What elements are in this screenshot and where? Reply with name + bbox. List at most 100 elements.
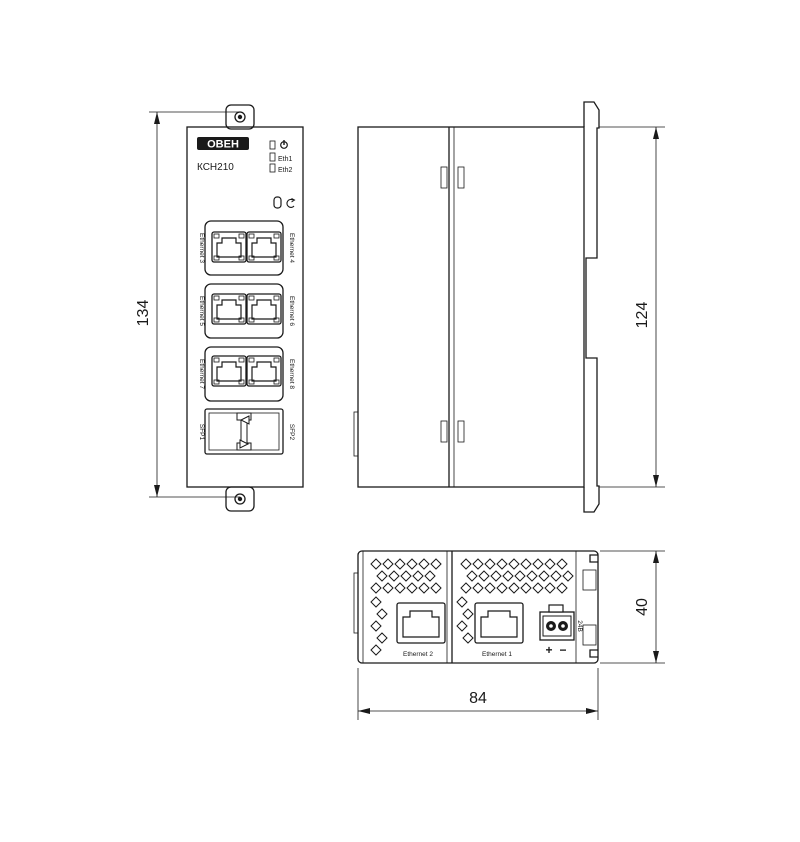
bottom-label-ethernet-2: Ethernet 2: [403, 651, 433, 658]
power-connector: [539, 604, 575, 641]
vent-slot: [478, 570, 490, 582]
vent-slot: [556, 558, 568, 570]
dimension-84-label: 84: [469, 690, 487, 707]
vent-slot: [406, 558, 418, 570]
vent-slot: [370, 582, 382, 594]
front-panel-outline: [186, 126, 304, 488]
port-label-ethernet-6: Ethernet 6: [288, 296, 295, 326]
port-ethernet-7: [211, 355, 247, 387]
vent-slot: [466, 570, 478, 582]
port-ethernet-8: [246, 355, 282, 387]
port-ethernet-5: [211, 293, 247, 325]
vent-slot: [550, 570, 562, 582]
ventilation-pattern: [370, 558, 574, 656]
vent-slot: [376, 608, 388, 620]
port-ethernet-4: [246, 231, 282, 263]
top-mounting-lug: [225, 104, 255, 130]
indicator-block: Eth1 Eth2: [269, 140, 293, 174]
vent-slot: [532, 582, 544, 594]
port-group-7-8: Ethernet 7 Ethernet 8: [198, 346, 295, 402]
port-label-ethernet-5: Ethernet 5: [198, 296, 205, 326]
bottom-label-ethernet-1: Ethernet 1: [482, 651, 512, 658]
brand-text: ОВЕН: [207, 139, 239, 151]
side-body-outline: [357, 126, 585, 488]
vent-slot: [490, 570, 502, 582]
vent-slot: [472, 582, 484, 594]
sfp2-label: SFP2: [288, 424, 295, 441]
vent-slot: [532, 558, 544, 570]
bottom-port-ethernet-1: [474, 602, 524, 644]
vent-slot: [382, 558, 394, 570]
bottom-port-ethernet-2: [396, 602, 446, 644]
vent-slot: [430, 582, 442, 594]
vent-slot: [400, 570, 412, 582]
port-label-ethernet-7: Ethernet 7: [198, 359, 205, 389]
vent-slot: [460, 558, 472, 570]
vent-slot: [484, 558, 496, 570]
vent-slot: [520, 558, 532, 570]
vent-slot: [376, 632, 388, 644]
vent-slot: [508, 558, 520, 570]
dimension-124-label: 124: [634, 302, 651, 329]
vent-slot: [388, 570, 400, 582]
dimension-84: 84: [357, 668, 599, 720]
port-ethernet-6: [246, 293, 282, 325]
sfp-arrow-left-icon: [239, 415, 250, 425]
reset-button: [273, 196, 282, 209]
sfp1-label: SFP1: [198, 424, 205, 441]
eth2-label: Eth2: [278, 167, 293, 174]
vent-slot: [424, 570, 436, 582]
sfp-arrow-right-icon: [239, 439, 250, 449]
vent-slot: [460, 582, 472, 594]
bottom-mounting-lug: [225, 486, 255, 512]
vent-slot: [472, 558, 484, 570]
vent-slot: [520, 582, 532, 594]
vent-slot: [430, 558, 442, 570]
eth1-label: Eth1: [278, 156, 293, 163]
vent-slot: [544, 558, 556, 570]
brand-logo: ОВЕН: [197, 137, 249, 151]
vent-slot: [544, 582, 556, 594]
sfp-block: SFP1 SFP2: [198, 408, 295, 455]
vent-slot: [382, 582, 394, 594]
vent-slot: [394, 558, 406, 570]
power-voltage-label: 24В: [576, 620, 583, 632]
vent-slot: [496, 582, 508, 594]
dimension-134-label: 134: [135, 300, 152, 327]
dimension-134: 134: [135, 111, 240, 498]
eth2-led: [269, 163, 276, 173]
vent-slot: [508, 582, 520, 594]
vent-slot: [456, 596, 468, 608]
port-group-3-4: Ethernet 3 Ethernet 4: [198, 220, 295, 276]
port-group-5-6: Ethernet 5 Ethernet 6: [198, 283, 295, 339]
port-label-ethernet-8: Ethernet 8: [288, 359, 295, 389]
vent-slot: [412, 570, 424, 582]
power-plus-sign: +: [545, 643, 552, 657]
vent-slot: [376, 570, 388, 582]
vent-slot: [526, 570, 538, 582]
dimension-40: 40: [600, 550, 665, 664]
vent-slot: [496, 558, 508, 570]
vent-slot: [556, 582, 568, 594]
vent-slot: [370, 644, 382, 656]
model-label: КСН210: [197, 162, 234, 173]
vent-slot: [418, 558, 430, 570]
vent-slot: [406, 582, 418, 594]
vent-slot: [394, 582, 406, 594]
power-minus-sign: −: [559, 643, 566, 657]
port-ethernet-3: [211, 231, 247, 263]
dimension-124: 124: [599, 126, 665, 488]
vent-slot: [462, 608, 474, 620]
vent-slot: [456, 620, 468, 632]
vent-slot: [562, 570, 574, 582]
power-led: [269, 140, 276, 150]
front-view: ОВЕН КСН210 Eth1 Eth2 Ethernet 3 Etherne…: [135, 104, 304, 512]
vent-slot: [370, 558, 382, 570]
refresh-icon: [286, 198, 296, 208]
vent-slot: [370, 620, 382, 632]
vent-slot: [370, 596, 382, 608]
vent-slot: [418, 582, 430, 594]
side-view: 124: [353, 101, 665, 513]
bottom-view: Ethernet 2 Ethernet 1 + − 24В 40 84: [353, 550, 665, 720]
